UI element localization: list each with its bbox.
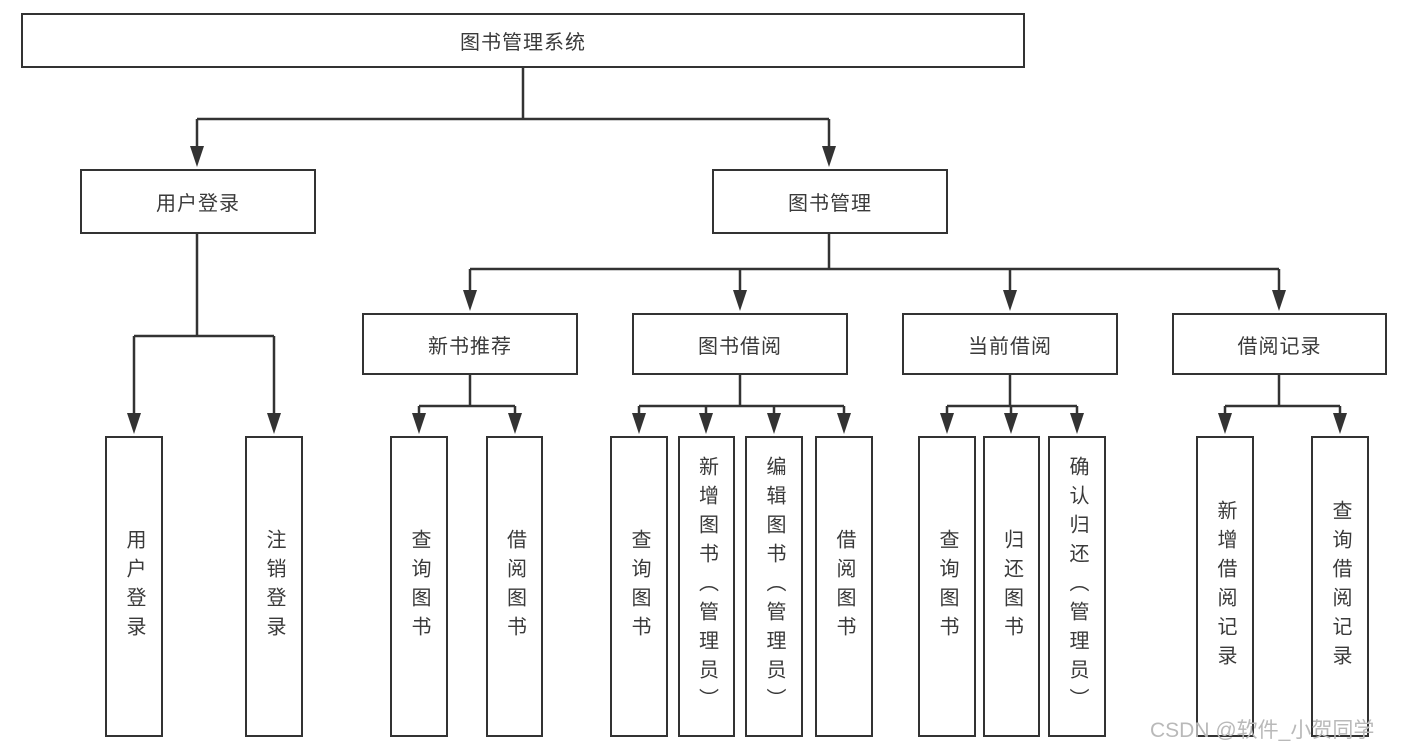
arrow-icon	[837, 413, 851, 434]
arrow-icon	[1333, 413, 1347, 434]
leaf-query-books-recommend: 查询图书	[390, 436, 448, 737]
node-borrowing-records: 借阅记录	[1172, 313, 1387, 375]
arrow-icon	[699, 413, 713, 434]
arrow-icon	[632, 413, 646, 434]
leaf-confirm-return-admin: 确认归还（管理员）	[1048, 436, 1106, 737]
arrow-icon	[940, 413, 954, 434]
leaf-user-login: 用户登录	[105, 436, 163, 737]
arrow-icon	[1003, 290, 1017, 311]
node-book-borrowing: 图书借阅	[632, 313, 848, 375]
arrow-icon	[1004, 413, 1018, 434]
leaf-return-book: 归还图书	[983, 436, 1040, 737]
arrow-icon	[1272, 290, 1286, 311]
arrow-icon	[267, 413, 281, 434]
leaf-borrow-books: 借阅图书	[815, 436, 873, 737]
arrow-icon	[463, 290, 477, 311]
arrowhead-icons	[127, 146, 1347, 434]
leaf-edit-book-admin: 编辑图书（管理员）	[745, 436, 803, 737]
leaf-add-borrow-record: 新增借阅记录	[1196, 436, 1254, 737]
arrow-icon	[508, 413, 522, 434]
node-user-login: 用户登录	[80, 169, 316, 234]
arrow-icon	[822, 146, 836, 167]
arrow-icon	[1218, 413, 1232, 434]
leaf-borrow-books-recommend: 借阅图书	[486, 436, 543, 737]
leaf-logout: 注销登录	[245, 436, 303, 737]
node-current-borrowing: 当前借阅	[902, 313, 1118, 375]
leaf-query-books-current: 查询图书	[918, 436, 976, 737]
node-new-book-recommendation: 新书推荐	[362, 313, 578, 375]
leaf-query-books-borrowing: 查询图书	[610, 436, 668, 737]
node-library-management-system: 图书管理系统	[21, 13, 1025, 68]
arrow-icon	[190, 146, 204, 167]
watermark-text: CSDN @软件_小贺同学	[1150, 719, 1375, 742]
node-book-management: 图书管理	[712, 169, 948, 234]
arrow-icon	[767, 413, 781, 434]
arrow-icon	[127, 413, 141, 434]
leaf-query-borrow-record: 查询借阅记录	[1311, 436, 1369, 737]
arrow-icon	[1070, 413, 1084, 434]
arrow-icon	[412, 413, 426, 434]
tree-edges	[132, 68, 1342, 416]
leaf-add-book-admin: 新增图书（管理员）	[678, 436, 735, 737]
arrow-icon	[733, 290, 747, 311]
